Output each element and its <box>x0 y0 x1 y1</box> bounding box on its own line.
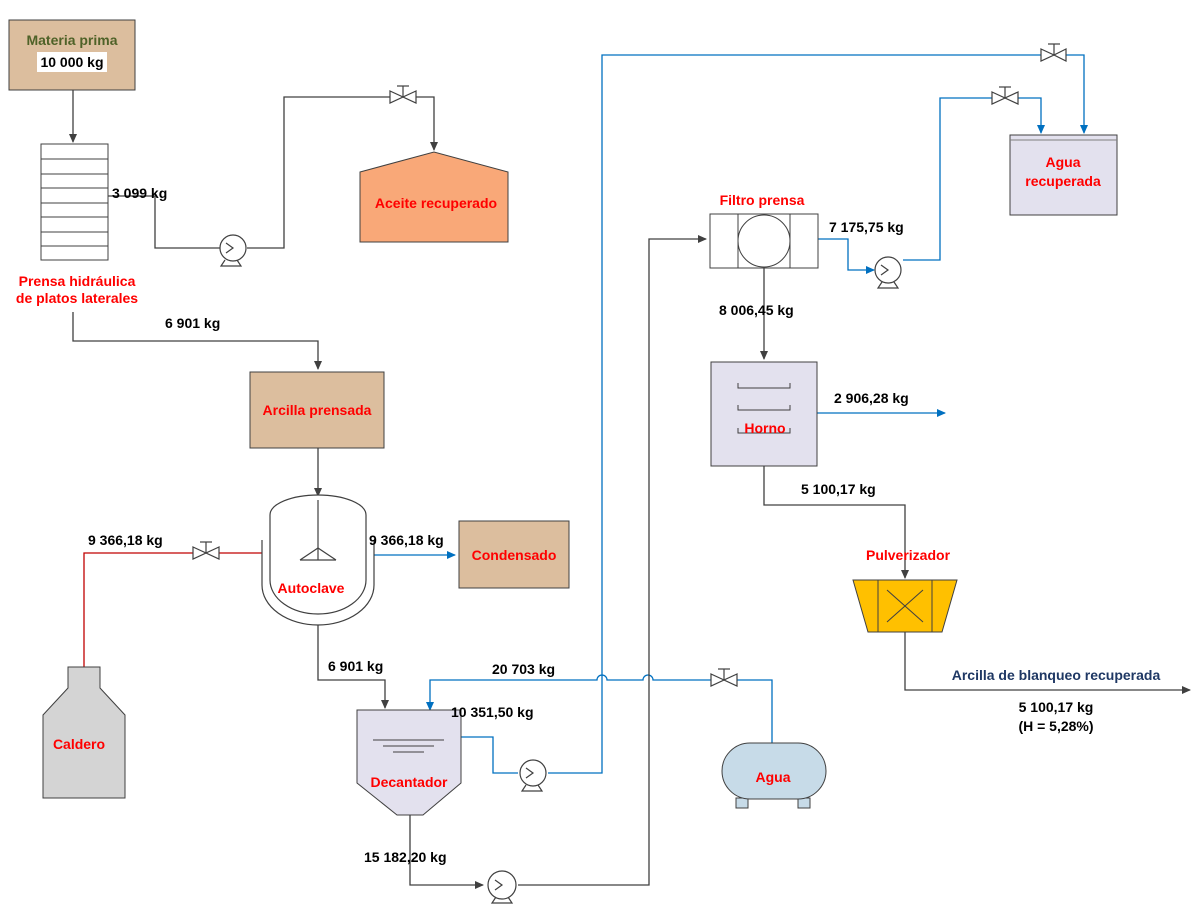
filtrate-valve-icon <box>991 86 1019 105</box>
oil-tank-label: Aceite recuperado <box>375 195 497 211</box>
stream-filtrate-to-recovered-water <box>903 97 1041 261</box>
stream-label-steam: 9 366,18 kg <box>88 532 163 548</box>
stream-filtrate <box>818 238 875 274</box>
filter-press-label: Filtro prensa <box>720 192 805 208</box>
stream-underflow-to-filter <box>518 235 707 886</box>
press-label-line2: de platos laterales <box>16 290 138 306</box>
filter-press <box>709 213 819 269</box>
autoclave-label: Autoclave <box>278 580 345 596</box>
product-label: Arcilla de blanqueo recuperada <box>952 667 1161 683</box>
recovered-water-label-line1: Agua <box>1046 154 1081 170</box>
oil-pump-icon <box>219 234 247 267</box>
water-tank <box>721 742 827 809</box>
stream-label-autoclave-to-decanter: 6 901 kg <box>328 658 383 674</box>
stream-autoclave-to-decanter <box>317 622 389 709</box>
stream-label-filtrate: 7 175,75 kg <box>829 219 904 235</box>
steam-valve-icon <box>192 541 220 560</box>
overflow-pump-icon <box>519 759 547 792</box>
water-valve-icon <box>710 668 738 687</box>
stream-label-overflow: 10 351,50 kg <box>451 704 534 720</box>
stream-steam <box>83 553 271 667</box>
press-label-line1: Prensa hidráulica <box>19 273 136 289</box>
stream-label-oil: 3 099 kg <box>112 185 167 201</box>
hydraulic-press <box>40 143 109 261</box>
oven-label: Horno <box>744 420 785 436</box>
recovered-water-tank <box>1009 134 1118 216</box>
stream-label-filter-cake: 8 006,45 kg <box>719 302 794 318</box>
stream-product <box>904 632 1191 694</box>
raw-material-label: Materia prima <box>26 32 117 48</box>
pressed-clay-label: Arcilla prensada <box>263 402 372 418</box>
pulverizer-label: Pulverizador <box>866 547 951 563</box>
stream-overflow-to-recovered-water <box>548 54 1084 774</box>
condensate-box <box>458 520 570 589</box>
stream-oil-pump-to-tank <box>247 96 434 249</box>
decanter-label: Decantador <box>370 774 448 790</box>
stream-press-to-clay <box>72 312 322 370</box>
product-mass: 5 100,17 kg <box>1019 699 1094 715</box>
stream-press-to-oil-pump <box>108 195 220 249</box>
pressed-clay-box <box>249 371 385 449</box>
decanter-vessel <box>356 709 462 816</box>
stream-decanter-underflow <box>409 815 484 889</box>
stream-decanter-overflow <box>461 736 518 774</box>
overflow-valve-icon <box>1040 43 1067 62</box>
autoclave-vessel <box>261 494 375 626</box>
boiler-label: Caldero <box>53 736 105 752</box>
stream-label-press-to-clay: 6 901 kg <box>165 315 220 331</box>
stream-label-underflow: 15 182,20 kg <box>364 849 447 865</box>
stream-oven-to-pulverizer <box>763 466 909 579</box>
raw-material-mass: 10 000 kg <box>40 54 103 70</box>
stream-label-oven-to-pulverizer: 5 100,17 kg <box>801 481 876 497</box>
oil-valve-icon <box>389 85 417 104</box>
stream-water-to-decanter <box>430 674 773 743</box>
underflow-pump-icon <box>487 870 517 904</box>
stream-label-water: 20 703 kg <box>492 661 555 677</box>
raw-material-box <box>8 19 136 91</box>
recovered-water-label-line2: recuperada <box>1025 173 1101 189</box>
stream-label-oven-vapor: 2 906,28 kg <box>834 390 909 406</box>
product-moisture: (H = 5,28%) <box>1018 718 1093 734</box>
oil-tank <box>359 151 509 243</box>
boiler-tank <box>42 666 126 799</box>
condensate-label: Condensado <box>472 547 557 563</box>
filtrate-pump-icon <box>874 256 902 289</box>
water-tank-label: Agua <box>756 769 791 785</box>
stream-label-condensate: 9 366,18 kg <box>369 532 444 548</box>
oven <box>710 361 818 467</box>
pulverizer <box>852 579 958 633</box>
